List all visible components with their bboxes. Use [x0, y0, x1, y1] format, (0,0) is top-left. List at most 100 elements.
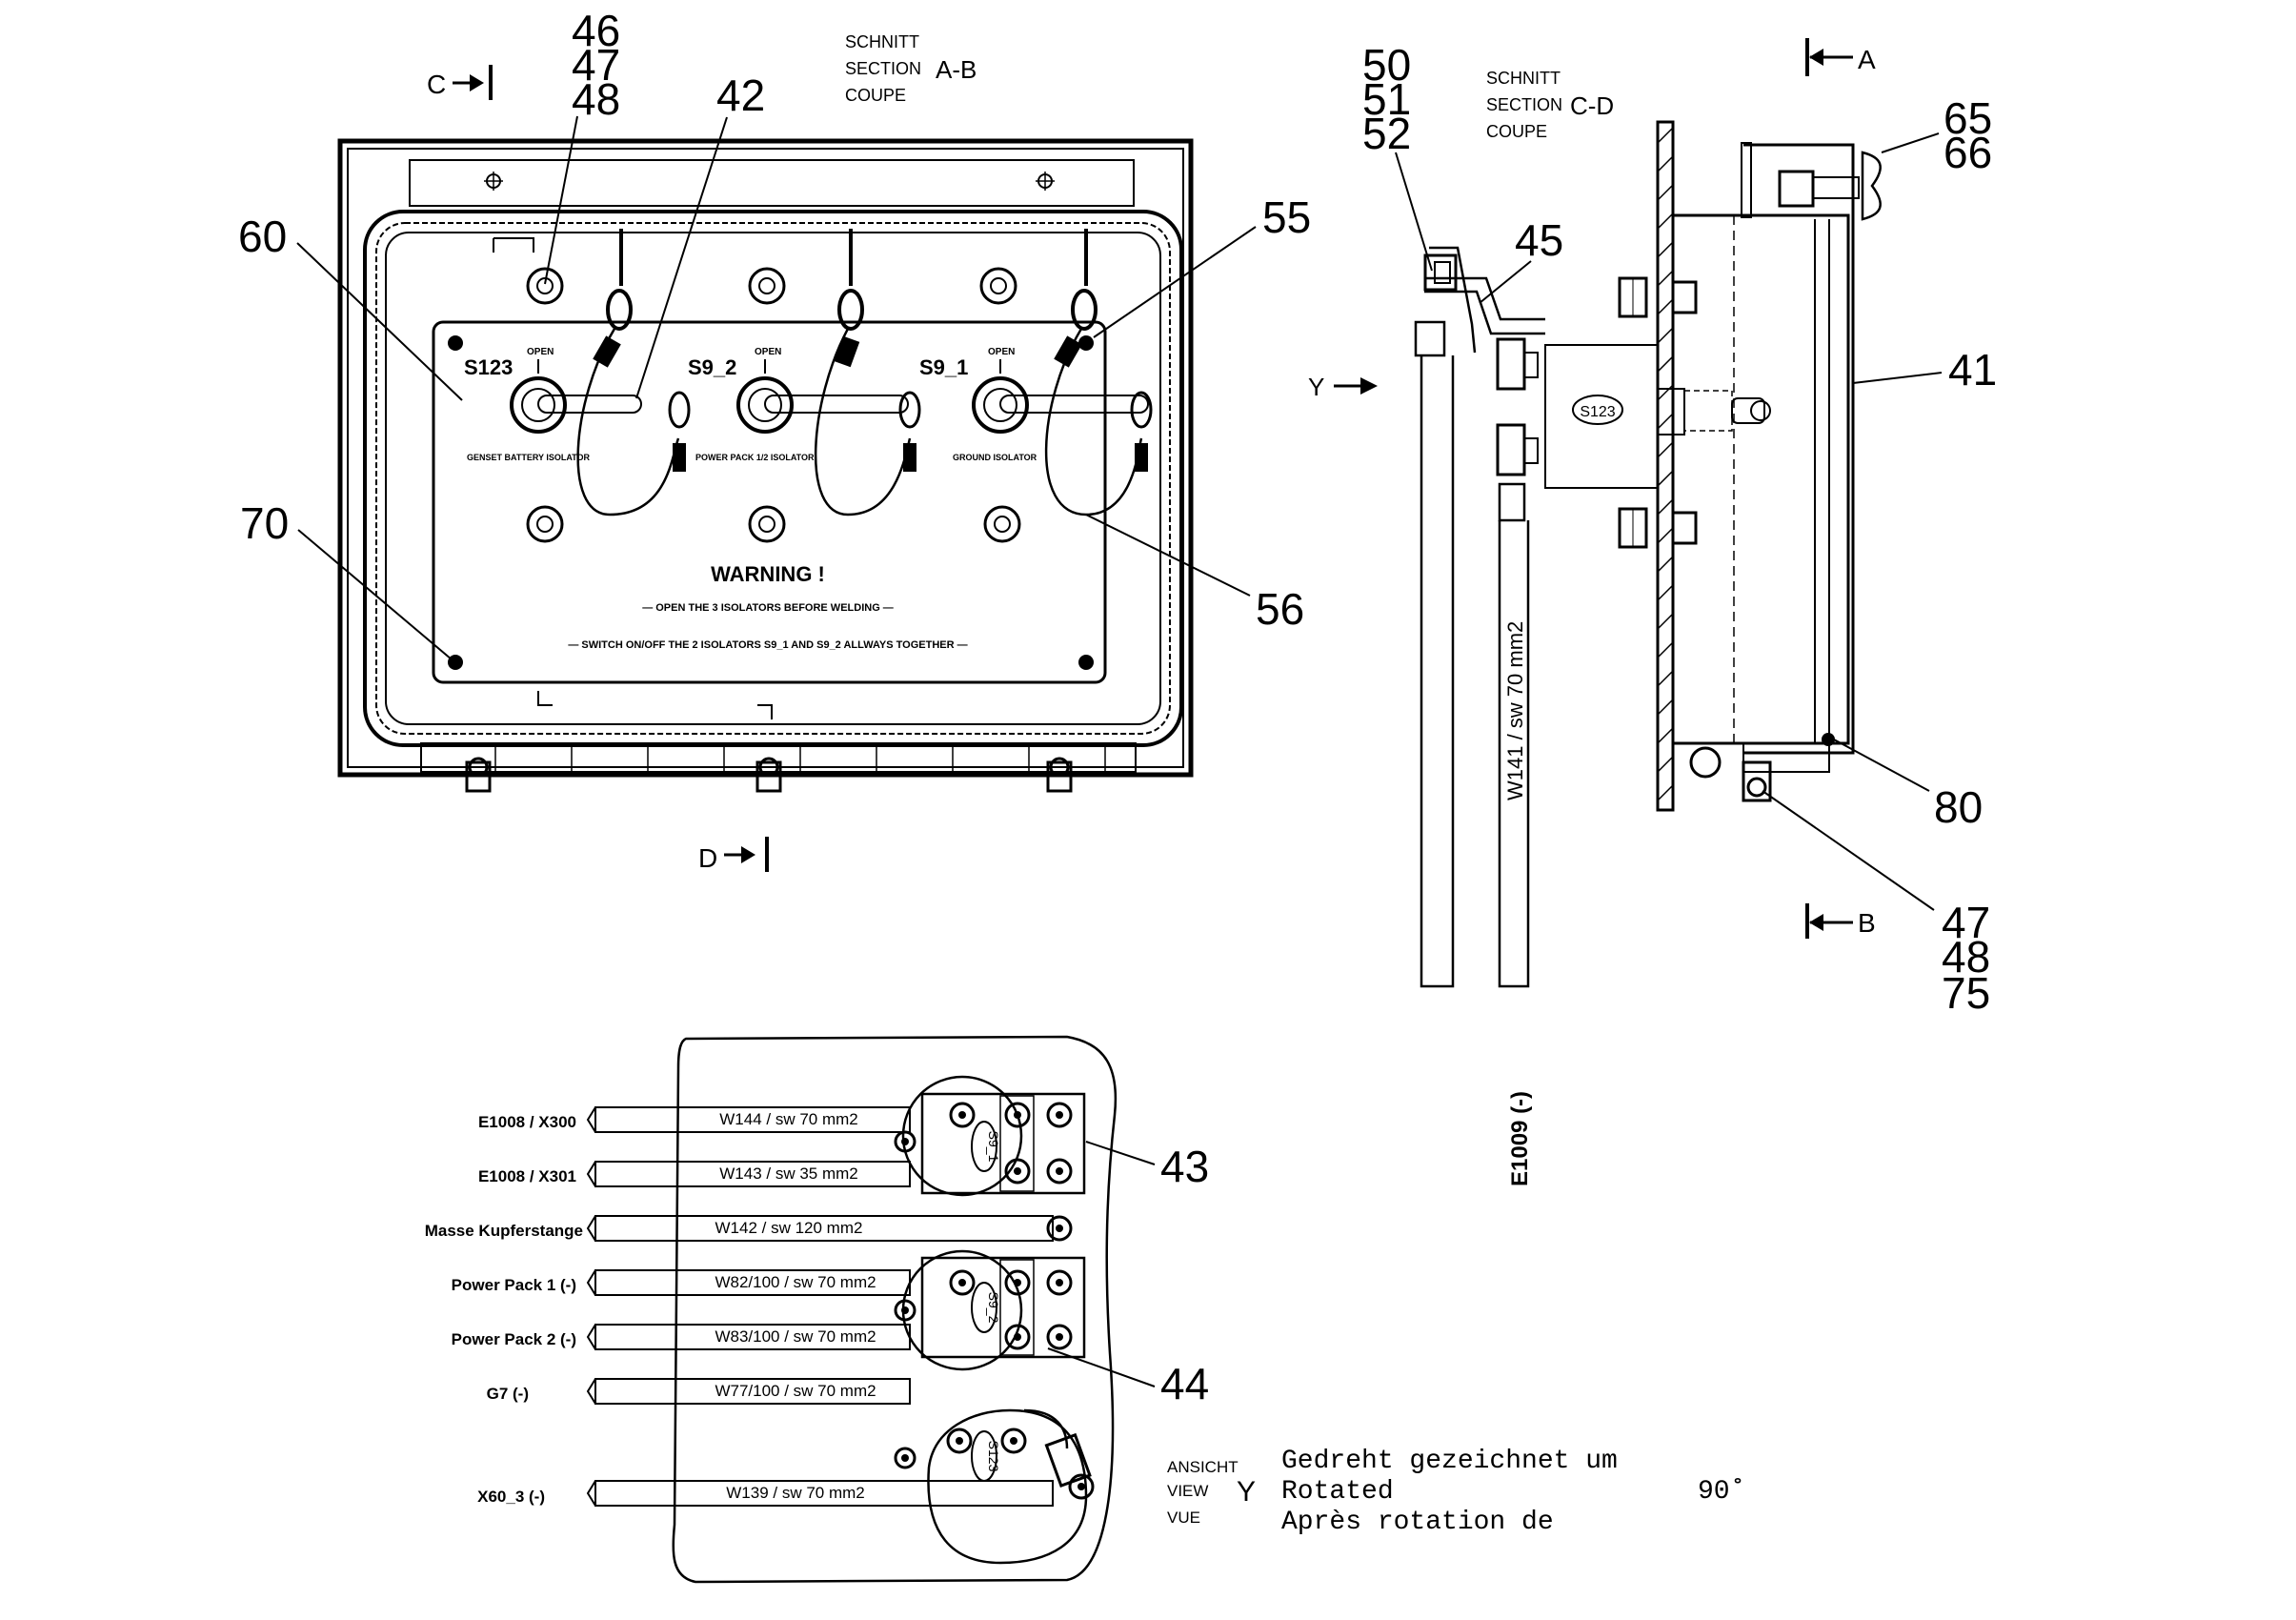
switch-s9-2-terminals: S9_2: [894, 1249, 1086, 1371]
switch-s9-1-terminals: S9_1: [894, 1075, 1086, 1197]
view-word-ansicht: ANSICHT: [1167, 1458, 1239, 1476]
view-y-tag-s123: S123: [986, 1441, 1001, 1472]
callout-51: 51: [1362, 74, 1411, 124]
switch-s9-2-desc: POWER PACK 1/2 ISOLATOR: [695, 453, 815, 462]
rotation-line-2: Rotated: [1281, 1477, 1394, 1507]
view-word-view: VIEW: [1167, 1482, 1208, 1500]
conn-label-6: X60_3 (-): [477, 1488, 545, 1506]
switch-s123-state: OPEN: [527, 347, 554, 357]
upper-holes: [526, 267, 1017, 305]
rotation-line-3: Après rotation de: [1281, 1508, 1554, 1537]
callout-44: 44: [1160, 1359, 1209, 1408]
callout-42: 42: [716, 71, 765, 120]
warning-title: WARNING !: [711, 562, 825, 586]
callout-46: 46: [572, 6, 620, 55]
view-y: E1009 (-) E1008 / X300 E1008 / X301 Mass…: [425, 1035, 1745, 1584]
bottom-nuts: [465, 757, 1073, 793]
cable-label-1: W143 / sw 35 mm2: [719, 1164, 858, 1183]
panel-screw-br: [1078, 655, 1094, 670]
callout-66: 66: [1944, 128, 1992, 177]
callout-80: 80: [1934, 782, 1983, 832]
view-y-tag-s9-2: S9_2: [986, 1292, 1001, 1324]
switch-s9-1-handle[interactable]: [999, 395, 1149, 414]
view-y-side-label: E1009 (-): [1507, 1091, 1533, 1186]
switch-tag: S123: [1580, 404, 1615, 420]
view-y-tag-s9-1: S9_1: [986, 1131, 1001, 1163]
cable-label-6: W139 / sw 70 mm2: [726, 1484, 865, 1502]
panel-screw-tl: [448, 335, 463, 351]
section-mark-d: D: [698, 843, 717, 873]
cable-label-3: W82/100 / sw 70 mm2: [715, 1273, 876, 1291]
warning-line-1: — OPEN THE 3 ISOLATORS BEFORE WELDING —: [642, 602, 894, 614]
switch-s9-1[interactable]: S9_1 OPEN GROUND ISOLATOR: [919, 347, 1149, 462]
switch-s9-2-state: OPEN: [755, 347, 781, 357]
gasket-hatch: [375, 222, 1171, 735]
callout-48: 48: [572, 74, 620, 124]
switch-s123[interactable]: S123 OPEN GENSET BATTERY ISOLATOR: [464, 347, 642, 462]
callout-50: 50: [1362, 40, 1411, 90]
callout-55: 55: [1262, 192, 1311, 242]
warning-line-2: — SWITCH ON/OFF THE 2 ISOLATORS S9_1 AND…: [568, 639, 967, 651]
conn-label-0: E1008 / X300: [478, 1113, 576, 1131]
masse-terminal: [1046, 1215, 1073, 1242]
terminal-bolts: [1496, 337, 1539, 476]
switch-s9-2[interactable]: S9_2 OPEN POWER PACK 1/2 ISOLATOR: [688, 347, 909, 462]
switch-s9-1-desc: GROUND ISOLATOR: [953, 453, 1037, 462]
section-mark-a: A: [1858, 45, 1876, 74]
switch-s123-handle[interactable]: [537, 395, 642, 414]
switch-s123-desc: GENSET BATTERY ISOLATOR: [467, 453, 591, 462]
panel-screw-tr: [1078, 335, 1094, 351]
conn-label-5: G7 (-): [487, 1385, 529, 1403]
callout-56: 56: [1256, 584, 1304, 634]
switch-s9-2-handle[interactable]: [764, 395, 909, 414]
cable-label-0: W144 / sw 70 mm2: [719, 1110, 858, 1128]
section-mark-b: B: [1858, 908, 1876, 938]
rotation-line-1: Gedreht gezeichnet um: [1281, 1447, 1618, 1476]
callout-43: 43: [1160, 1142, 1209, 1191]
cable-label-2: W142 / sw 120 mm2: [715, 1219, 863, 1237]
cable-w141-label: W141 / sw 70 mm2: [1503, 621, 1527, 800]
switch-s123-terminals: S123: [894, 1408, 1095, 1565]
wing-nut: [1778, 170, 1815, 208]
section-cd-line2: SECTION: [1486, 95, 1562, 114]
section-mark-c: C: [427, 70, 446, 99]
switch-s9-1-id: S9_1: [919, 355, 968, 379]
wall-bolts: [1618, 276, 1698, 549]
view-word-vue: VUE: [1167, 1509, 1200, 1527]
callout-47: 47: [572, 40, 620, 90]
section-ab-line2: SECTION: [845, 59, 921, 78]
section-cd-line1: SCHNITT: [1486, 69, 1561, 88]
callout-60: 60: [238, 212, 287, 261]
view-letter-y: Y: [1237, 1476, 1256, 1508]
switch-s123-id: S123: [464, 355, 513, 379]
switch-panel: [432, 320, 1107, 684]
switch-s9-1-state: OPEN: [988, 347, 1015, 357]
callout-48b: 48: [1942, 932, 1990, 982]
section-ab-line3: COUPE: [845, 86, 906, 105]
conn-label-1: E1008 / X301: [478, 1167, 576, 1185]
callout-45: 45: [1515, 215, 1563, 265]
callout-65: 65: [1944, 93, 1992, 143]
section-cd-line3: COUPE: [1486, 122, 1547, 141]
view-y-outline: [672, 1035, 1118, 1584]
lower-holes: [526, 505, 1021, 543]
bottom-hinge-strip: [420, 742, 1137, 773]
callout-75: 75: [1942, 968, 1990, 1018]
cable-label-5: W77/100 / sw 70 mm2: [715, 1382, 876, 1400]
lid: [1743, 143, 1855, 755]
cable-label-4: W83/100 / sw 70 mm2: [715, 1327, 876, 1346]
cable-w141: [1498, 520, 1530, 988]
view-mark-y: Y: [1308, 373, 1324, 401]
top-mounting-strip: [409, 159, 1135, 207]
front-view: C: [337, 65, 1194, 873]
callouts: 46 47 48 42 60 55 70 56 50 51 52 45 65 6…: [238, 6, 1997, 1408]
callout-52: 52: [1362, 109, 1411, 158]
box-body: [1673, 213, 1850, 745]
section-ab-line1: SCHNITT: [845, 32, 919, 51]
switch-s9-2-id: S9_2: [688, 355, 736, 379]
callout-41: 41: [1948, 345, 1997, 395]
cable-w141-left: [1420, 355, 1455, 988]
conn-label-4: Power Pack 2 (-): [452, 1330, 576, 1348]
callout-70: 70: [240, 498, 289, 548]
conn-label-2: Masse Kupferstange: [425, 1222, 583, 1240]
